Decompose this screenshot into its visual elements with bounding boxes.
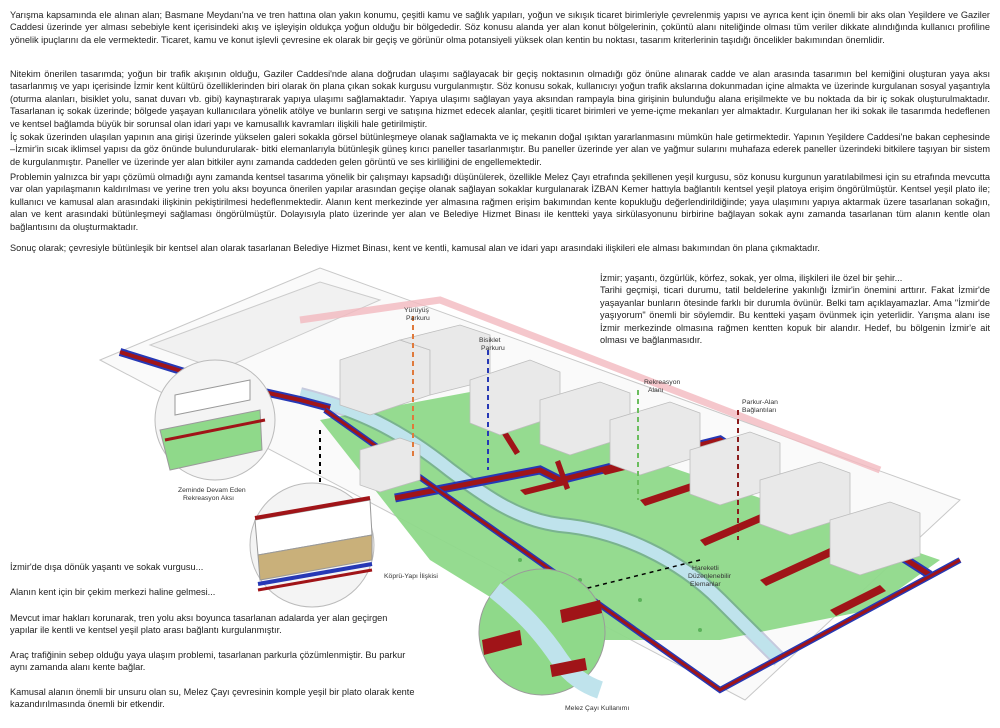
label-rekreasyon-2: Alanı xyxy=(648,387,664,394)
rail-area xyxy=(148,281,382,371)
label-yuruyus-1: Yürüyüş xyxy=(404,307,430,314)
label-rekreasyon-1: Rekreasyon xyxy=(644,379,680,386)
label-zemin-1: Zeminde Devam Eden xyxy=(178,487,246,494)
right-text-heading: İzmir; yaşantı, özgürlük, körfez, sokak,… xyxy=(600,273,903,283)
melez-stream xyxy=(298,389,785,665)
right-text-body: Tarihi geçmişi, ticari durumu, tatil bel… xyxy=(600,285,990,346)
zemin-detail-circle xyxy=(154,359,276,481)
building-blocks xyxy=(339,324,921,576)
label-bisiklet-1: Bisiklet xyxy=(479,337,501,344)
right-text-block: İzmir; yaşantı, özgürlük, körfez, sokak,… xyxy=(600,272,990,346)
label-melez: Melez Çayı Kullanımı xyxy=(565,705,629,712)
melez-detail-circle xyxy=(478,568,606,699)
label-parkur-2: Bağlantıları xyxy=(742,407,776,414)
label-zemin-2: Rekreasyon Aksı xyxy=(183,495,234,502)
elevated-strip xyxy=(299,296,882,474)
design-paragraph: Nitekim önerilen tasarımda; yoğun bir tr… xyxy=(10,69,990,129)
conclusion-paragraph: Sonuç olarak; çevresiyle bütünleşik bir … xyxy=(10,243,820,253)
kopru-detail-circle xyxy=(249,482,375,608)
green-plateau xyxy=(320,392,940,640)
intro-paragraph: Yarışma kapsamında ele alınan alan; Basm… xyxy=(10,10,990,45)
tree-markers xyxy=(518,558,702,632)
label-yuruyus-2: Parkuru xyxy=(406,315,430,322)
label-hareketli-2: Düzenlenebilir xyxy=(688,573,732,580)
urban-paragraph: Problemin yalnızca bir yapı çözümü olmad… xyxy=(10,172,990,232)
bottom-note-2: Alanın kent için bir çekim merkezi halin… xyxy=(10,587,216,597)
bottom-note-1: İzmir'de dışa dönük yaşantı ve sokak vur… xyxy=(10,562,204,572)
label-bisiklet-2: Parkuru xyxy=(481,345,505,352)
entrance-paragraph: İç sokak üzerinden ulaşılan yapının ana … xyxy=(10,132,990,167)
bottom-note-5: Kamusal alanın önemli bir unsuru olan su… xyxy=(10,687,415,710)
label-hareketli-1: Hareketli xyxy=(692,565,719,572)
label-kopru: Köprü-Yapı İlişkisi xyxy=(384,571,438,580)
bottom-note-3: Mevcut imar hakları korunarak, tren yolu… xyxy=(10,613,388,636)
bottom-note-4: Araç trafiğinin sebep olduğu yaya ulaşım… xyxy=(10,650,406,673)
label-parkur-1: Parkur-Alan xyxy=(742,399,778,406)
label-hareketli-3: Elemanlar xyxy=(690,581,721,588)
lower-path-red xyxy=(324,408,961,692)
